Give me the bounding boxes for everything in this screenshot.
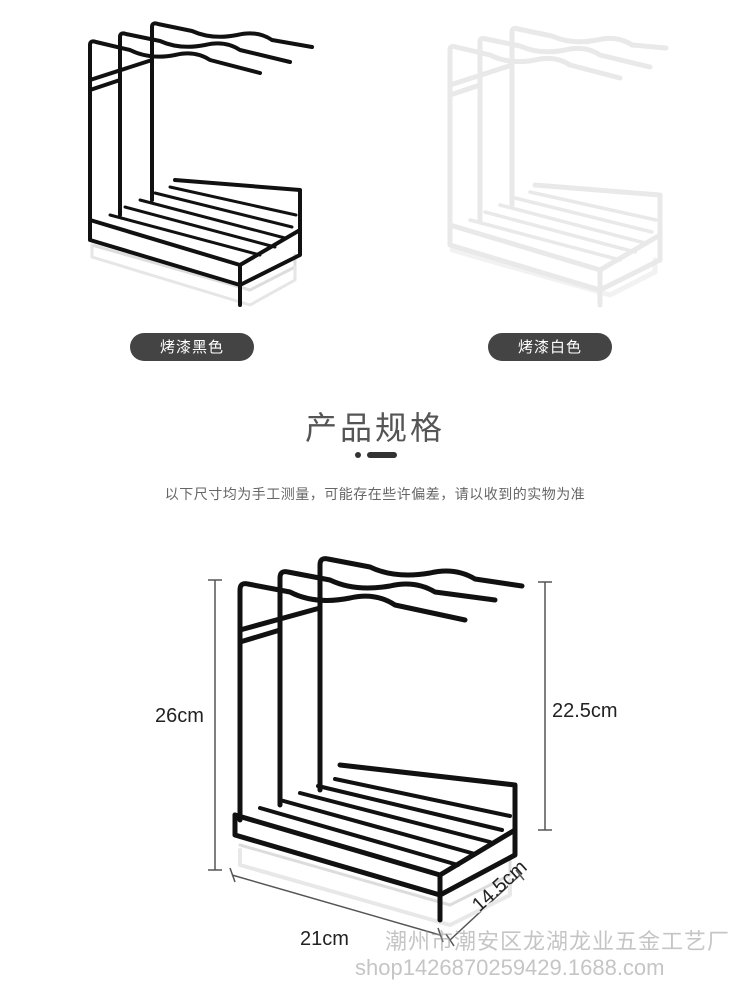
width-label: 21cm: [300, 928, 349, 950]
variant-black-label[interactable]: 烤漆黑色: [130, 333, 254, 361]
title-divider: [355, 452, 397, 458]
watermark-company: 潮州市潮安区龙湖龙业五金工艺厂: [385, 930, 731, 955]
divider-bar: [367, 452, 397, 458]
white-rack-image: [440, 20, 680, 320]
watermark-url: shop1426870259429.1688.com: [355, 955, 665, 980]
divider-dot: [355, 452, 361, 458]
variant-white-label[interactable]: 烤漆白色: [488, 333, 612, 361]
dimension-diagram: [200, 550, 560, 950]
height-total-label: 26cm: [155, 705, 204, 727]
black-rack-image: [80, 15, 320, 315]
measurement-note: 以下尺寸均为手工测量，可能存在些许偏差，请以收到的实物为准: [164, 487, 586, 503]
spec-title: 产品规格: [304, 409, 445, 447]
height-inner-label: 22.5cm: [552, 700, 618, 722]
